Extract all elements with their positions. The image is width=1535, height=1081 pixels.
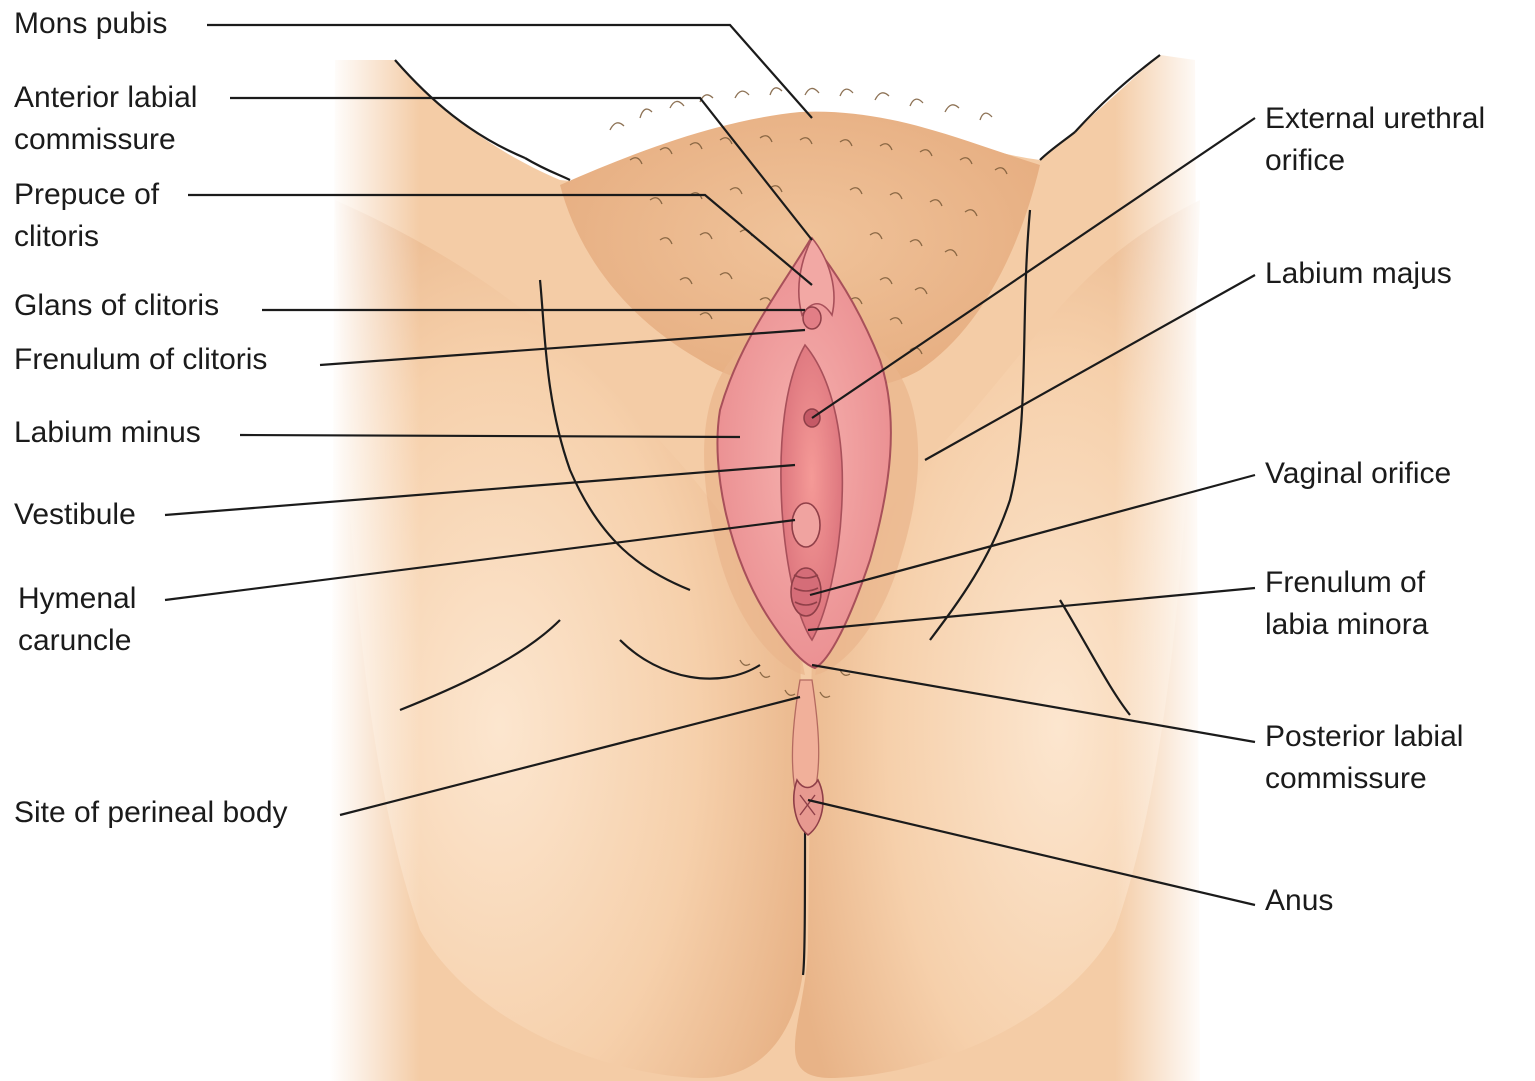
label-anus: Anus xyxy=(1265,880,1333,922)
label-site-of-perineal-body: Site of perineal body xyxy=(14,792,288,834)
label-hymenal-caruncle: Hymenal caruncle xyxy=(18,578,136,662)
label-mons-pubis: Mons pubis xyxy=(14,3,167,45)
label-glans-of-clitoris: Glans of clitoris xyxy=(14,285,219,327)
label-frenulum-of-labia-minora: Frenulum of labia minora xyxy=(1265,562,1428,646)
glans-shape xyxy=(803,307,821,329)
label-labium-minus: Labium minus xyxy=(14,412,201,454)
label-anterior-labial-commissure: Anterior labial commissure xyxy=(14,77,197,161)
label-labium-majus: Labium majus xyxy=(1265,253,1452,295)
label-frenulum-of-clitoris: Frenulum of clitoris xyxy=(14,339,267,381)
leader-mons-pubis xyxy=(207,25,812,118)
vaginal-orifice-shape xyxy=(791,568,821,616)
label-posterior-labial-commissure: Posterior labial commissure xyxy=(1265,716,1463,800)
label-external-urethral-orifice: External urethral orifice xyxy=(1265,98,1485,182)
label-vestibule: Vestibule xyxy=(14,494,136,536)
label-prepuce-of-clitoris: Prepuce of clitoris xyxy=(14,174,159,258)
label-vaginal-orifice: Vaginal orifice xyxy=(1265,453,1451,495)
hymenal-caruncle-shape xyxy=(792,503,820,547)
